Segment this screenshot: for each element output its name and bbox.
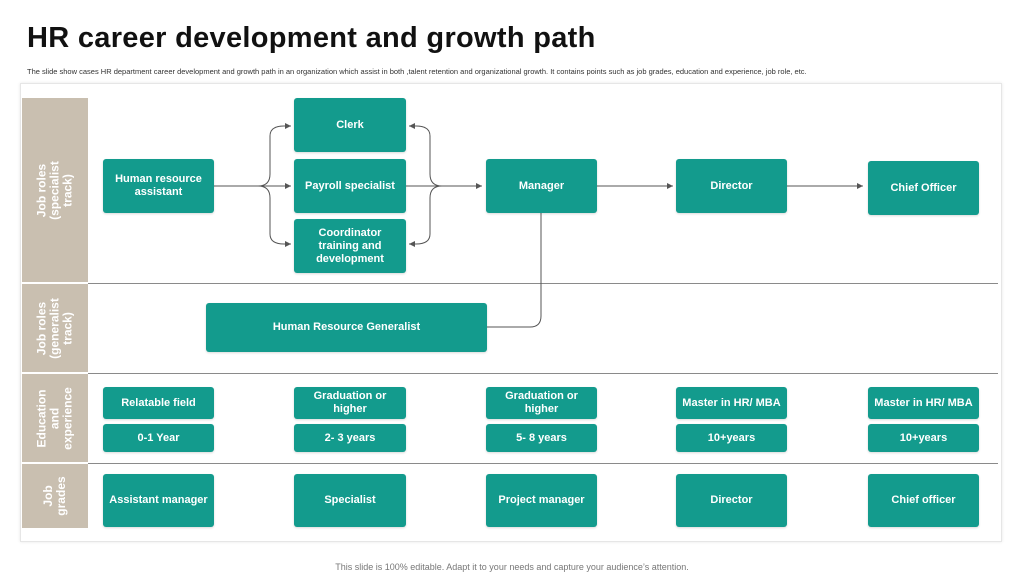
box-education-degree: Relatable field [103, 387, 214, 419]
box-clerk: Clerk [294, 98, 406, 152]
box-grade: Director [676, 474, 787, 527]
box-education-degree: Master in HR/ MBA [676, 387, 787, 419]
box-grade: Specialist [294, 474, 406, 527]
box-grade: Project manager [486, 474, 597, 527]
box-grade: Assistant manager [103, 474, 214, 527]
box-education-experience: 10+years [676, 424, 787, 452]
box-education-experience: 0-1 Year [103, 424, 214, 452]
box-education-experience: 2- 3 years [294, 424, 406, 452]
row-label-generalist-text: Job roles (generalist track) [34, 297, 75, 359]
box-grade: Chief officer [868, 474, 979, 527]
row-separator [88, 283, 998, 284]
box-manager: Manager [486, 159, 597, 213]
page-title: HR career development and growth path [27, 22, 596, 54]
box-education-degree: Graduation or higher [486, 387, 597, 419]
row-label-education-text: Education and experience [34, 386, 75, 450]
row-label-grades-text: Job grades [41, 476, 68, 516]
row-label-specialist: Job roles (specialist track) [22, 98, 88, 282]
page-subtitle: The slide show cases HR department caree… [27, 67, 807, 76]
row-label-generalist: Job roles (generalist track) [22, 284, 88, 372]
row-label-education: Education and experience [22, 374, 88, 462]
footer-note: This slide is 100% editable. Adapt it to… [335, 562, 689, 572]
box-education-experience: 10+years [868, 424, 979, 452]
box-director: Director [676, 159, 787, 213]
box-education-degree: Graduation or higher [294, 387, 406, 419]
box-education-experience: 5- 8 years [486, 424, 597, 452]
row-separator [88, 373, 998, 374]
row-separator [88, 463, 998, 464]
box-education-degree: Master in HR/ MBA [868, 387, 979, 419]
row-label-specialist-text: Job roles (specialist track) [34, 160, 75, 220]
box-hr-generalist: Human Resource Generalist [206, 303, 487, 352]
box-payroll-specialist: Payroll specialist [294, 159, 406, 213]
box-chief-officer: Chief Officer [868, 161, 979, 215]
box-coordinator: Coordinator training and development [294, 219, 406, 273]
box-hr-assistant: Human resource assistant [103, 159, 214, 213]
row-label-grades: Job grades [22, 464, 88, 528]
